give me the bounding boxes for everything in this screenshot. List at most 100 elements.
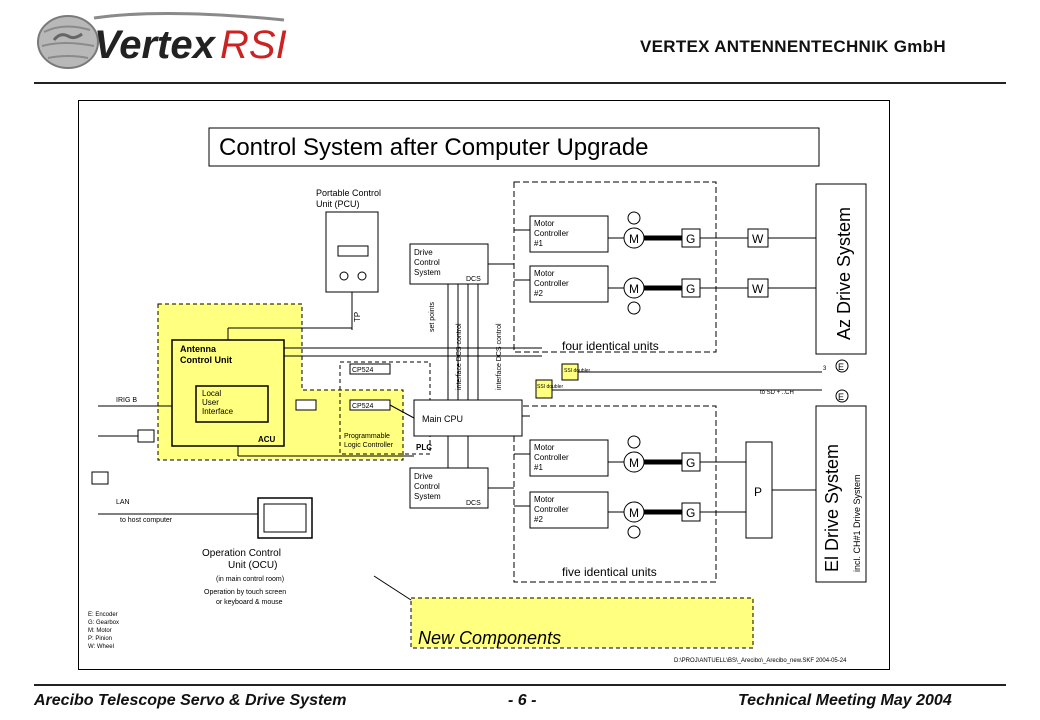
svg-text:TP: TP [353, 312, 362, 322]
svg-text:P: P [754, 485, 762, 499]
svg-text:(in main control room): (in main control room) [216, 576, 284, 583]
svg-text:Motor: Motor [534, 269, 555, 278]
svg-text:G: G [686, 506, 695, 520]
svg-text:#2: #2 [534, 289, 543, 298]
new-components-label: New Components [418, 628, 561, 648]
svg-text:G: G [686, 232, 695, 246]
svg-text:CP524: CP524 [352, 403, 374, 410]
svg-text:System: System [414, 268, 441, 277]
svg-text:Motor: Motor [534, 443, 555, 452]
footer-page: - 6 - [508, 692, 537, 709]
svg-text:Controller: Controller [534, 505, 569, 514]
az-group-box [513, 181, 717, 353]
svg-text:M: M [629, 456, 639, 470]
svg-text:to SD + ..CH: to SD + ..CH [760, 390, 794, 396]
svg-text:M: M [629, 232, 639, 246]
irig-label: IRIG B [116, 397, 137, 404]
svg-text:Antenna: Antenna [180, 344, 217, 354]
svg-text:Control Unit: Control Unit [180, 355, 232, 365]
motor-controller-3: Motor Controller #1 [529, 439, 609, 477]
svg-text:Local: Local [202, 389, 221, 398]
svg-text:Control: Control [414, 482, 440, 491]
svg-text:Unit (OCU): Unit (OCU) [228, 560, 277, 571]
svg-text:CP524: CP524 [352, 367, 374, 374]
svg-text:Motor: Motor [534, 219, 555, 228]
svg-text:Programmable: Programmable [344, 433, 390, 440]
svg-text:Drive: Drive [414, 248, 433, 257]
svg-text:ACU: ACU [258, 435, 276, 444]
svg-text:P: Pinion: P: Pinion [88, 636, 112, 642]
main-cpu-box [413, 399, 523, 437]
svg-text:Control: Control [414, 258, 440, 267]
svg-text:Controller: Controller [534, 279, 569, 288]
svg-text:Interface: Interface [202, 407, 234, 416]
motor-controller-4: Motor Controller #2 [529, 491, 609, 529]
az-group-label: four identical units [562, 339, 659, 353]
svg-text:User: User [202, 398, 219, 407]
az-drive-box [815, 183, 867, 355]
company-name: VERTEX ANTENNENTECHNIK GmbH [640, 37, 946, 56]
el-group-label: five identical units [562, 565, 657, 579]
svg-text:or keyboard & mouse: or keyboard & mouse [216, 599, 283, 606]
svg-text:set points: set points [429, 302, 436, 332]
dcs-top-box [409, 243, 489, 285]
el-drive-label: El Drive System [822, 444, 842, 572]
svg-text:M: M [629, 506, 639, 520]
ssi-doubler-2 [535, 379, 553, 399]
motor-controller-1: Motor Controller #1 [529, 215, 609, 253]
footer-right: Technical Meeting May 2004 [738, 692, 952, 709]
svg-text:Logic Controller: Logic Controller [344, 442, 394, 449]
svg-text:#1: #1 [534, 239, 543, 248]
svg-text:Operation Control: Operation Control [202, 548, 281, 559]
svg-text:E: Encoder: E: Encoder [88, 612, 118, 618]
svg-text:G: G [686, 282, 695, 296]
svg-text:DCS: DCS [466, 276, 481, 283]
svg-text:Controller: Controller [534, 229, 569, 238]
svg-text:3: 3 [823, 366, 827, 372]
svg-text:System: System [414, 492, 441, 501]
logo-wordmark: Vertex [94, 23, 217, 67]
dcs-bottom-box [409, 467, 489, 509]
diagram-title: Control System after Computer Upgrade [219, 134, 649, 161]
lan-host-label: to host computer [120, 517, 173, 524]
az-drive-label: Az Drive System [834, 207, 854, 340]
svg-text:#1: #1 [534, 463, 543, 472]
header-rule [34, 82, 1006, 84]
svg-text:G: Gearbox: G: Gearbox [88, 620, 119, 626]
svg-text:SSI doubler: SSI doubler [537, 384, 563, 390]
lan-label: LAN [116, 499, 130, 506]
main-cpu-label: Main CPU [422, 414, 463, 424]
logo-rsi: RSI [220, 23, 287, 67]
globe-icon [37, 15, 99, 69]
motor-controller-2: Motor Controller #2 [529, 265, 609, 303]
svg-text:W: W [752, 282, 764, 296]
file-path: D:\PROJ\ANTUELL\BS\_Arecibo\_Arecibo_new… [674, 658, 847, 664]
svg-text:W: W [752, 232, 764, 246]
svg-text:DCS: DCS [466, 500, 481, 507]
new-components-area [157, 303, 404, 461]
footer-left: Arecibo Telescope Servo & Drive System [34, 692, 347, 709]
svg-text:Motor: Motor [534, 495, 555, 504]
pcu-label-1: Portable Control [316, 188, 381, 198]
svg-text:E: E [838, 392, 844, 402]
control-system-diagram: New Components Control System after Comp… [78, 100, 890, 670]
lui-box [195, 385, 269, 423]
svg-text:PLC: PLC [416, 443, 432, 452]
title-box [208, 127, 820, 167]
el-drive-box [815, 405, 867, 583]
svg-text:G: G [686, 456, 695, 470]
svg-text:interface DCS control: interface DCS control [456, 323, 463, 390]
new-components-legend-box [410, 597, 754, 649]
svg-text:W: Wheel: W: Wheel [88, 644, 114, 650]
svg-text:M: M [629, 282, 639, 296]
vertex-rsi-logo: Vertex RSI [37, 11, 287, 69]
svg-text:E: E [838, 362, 844, 372]
svg-text:Drive: Drive [414, 472, 433, 481]
svg-text:M: Motor: M: Motor [88, 628, 112, 634]
el-group-box [513, 405, 717, 583]
svg-text:interface DCS control: interface DCS control [496, 323, 503, 390]
svg-text:#2: #2 [534, 515, 543, 524]
pcu-label-2: Unit (PCU) [316, 199, 360, 209]
footer-rule [34, 684, 1006, 686]
svg-text:SSI doubler: SSI doubler [564, 368, 590, 374]
